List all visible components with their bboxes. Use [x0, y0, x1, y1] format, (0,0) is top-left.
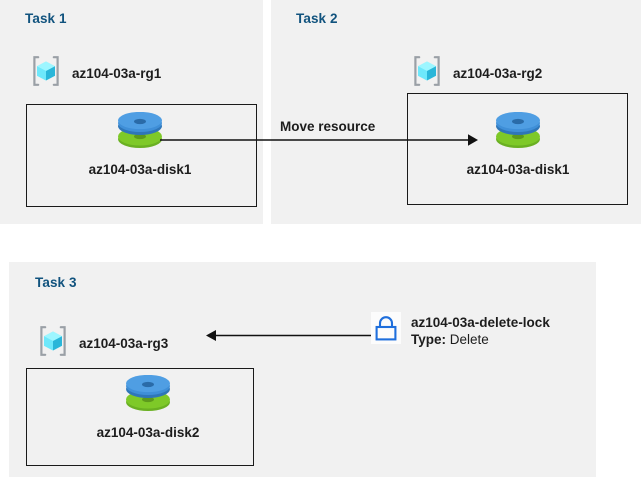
resource-label-task-2: az104-03a-disk1 [466, 162, 570, 177]
lock-icon [371, 312, 401, 349]
panel-task-1: Task 1 az104-03a-rg1 [0, 0, 263, 224]
managed-disk-icon [458, 111, 578, 159]
resource-group-boundary-task-1 [26, 104, 257, 207]
panel-title-task-1: Task 1 [25, 11, 67, 26]
managed-disk-icon [88, 374, 208, 422]
lock-type-key: Type: [411, 332, 447, 347]
lock-arrow [206, 330, 371, 341]
lock-type-value: Delete [449, 332, 489, 347]
delete-lock-block: az104-03a-delete-lock Type: Delete [371, 312, 550, 349]
panel-title-task-2: Task 2 [296, 11, 338, 26]
resource-group-task-2: az104-03a-rg2 [410, 54, 542, 93]
resource-group-label-task-2: az104-03a-rg2 [453, 66, 543, 81]
resource-group-icon [410, 54, 444, 93]
resource-task-1: az104-03a-disk1 [80, 111, 200, 177]
resource-group-task-1: az104-03a-rg1 [29, 54, 161, 93]
lock-text-block: az104-03a-delete-lock Type: Delete [411, 314, 550, 348]
panel-task-3: Task 3 az104-03a-rg3 [9, 262, 596, 477]
lock-type-line: Type: Delete [411, 331, 550, 348]
resource-task-2: az104-03a-disk1 [458, 111, 578, 177]
panel-title-task-3: Task 3 [35, 275, 77, 290]
managed-disk-icon [80, 111, 200, 159]
move-resource-label: Move resource [280, 119, 376, 134]
resource-group-label-task-3: az104-03a-rg3 [79, 336, 169, 351]
resource-group-boundary-task-2 [407, 93, 628, 205]
panel-task-2: Task 2 az104-03a-rg2 [271, 0, 641, 224]
resource-task-3: az104-03a-disk2 [88, 374, 208, 440]
resource-group-icon [29, 54, 63, 93]
resource-group-label-task-1: az104-03a-rg1 [72, 66, 162, 81]
resource-label-task-1: az104-03a-disk1 [88, 162, 192, 177]
resource-label-task-3: az104-03a-disk2 [96, 425, 200, 440]
move-resource-arrow [160, 134, 478, 146]
lock-name: az104-03a-delete-lock [411, 315, 550, 330]
resource-group-task-3: az104-03a-rg3 [36, 324, 168, 363]
resource-group-icon [36, 324, 70, 363]
resource-group-boundary-task-3 [26, 368, 254, 466]
